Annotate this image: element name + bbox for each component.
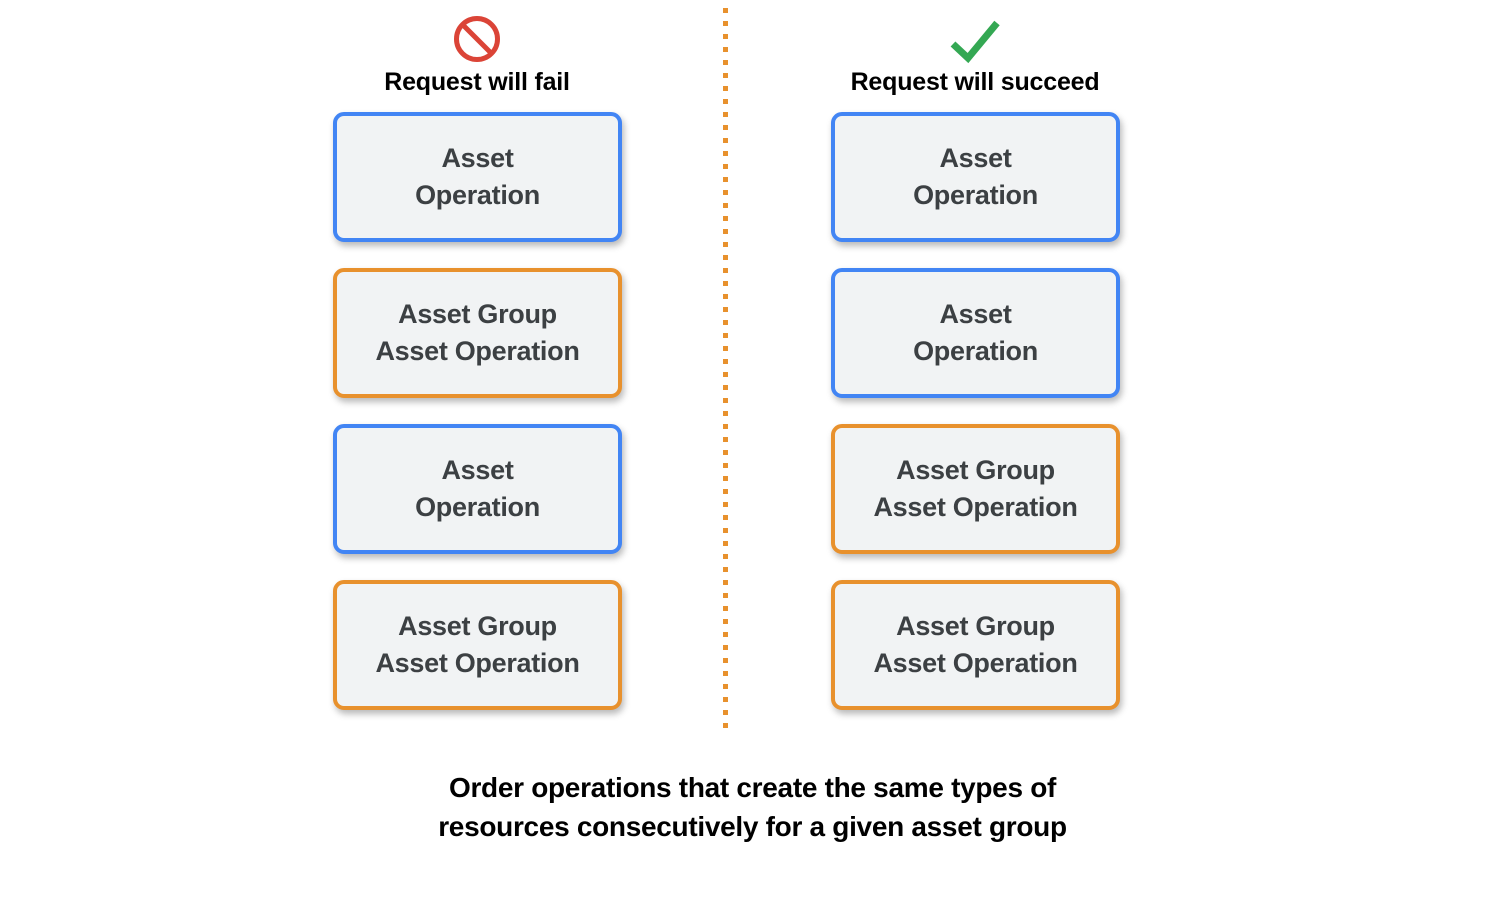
prohibited-icon xyxy=(327,14,627,64)
card-line-2: Asset Operation xyxy=(873,492,1078,522)
card-line-2: Operation xyxy=(415,180,540,210)
card-stack-fail: Asset Operation Asset Group Asset Operat… xyxy=(333,112,622,736)
card-asset-group-asset-operation[interactable]: Asset Group Asset Operation xyxy=(333,580,622,710)
card-line-1: Asset Group xyxy=(398,299,557,329)
card-line-2: Operation xyxy=(913,336,1038,366)
card-line-1: Asset Group xyxy=(398,611,557,641)
card-line-1: Asset xyxy=(441,143,514,173)
card-stack-succeed: Asset Operation Asset Operation Asset Gr… xyxy=(831,112,1120,736)
card-asset-operation[interactable]: Asset Operation xyxy=(831,268,1120,398)
card-asset-operation[interactable]: Asset Operation xyxy=(333,112,622,242)
column-divider-dotted-line xyxy=(723,8,728,736)
card-line-2: Operation xyxy=(415,492,540,522)
check-icon xyxy=(825,14,1125,64)
card-line-2: Asset Operation xyxy=(873,648,1078,678)
caption-line-2: resources consecutively for a given asse… xyxy=(438,811,1067,842)
card-asset-group-asset-operation[interactable]: Asset Group Asset Operation xyxy=(333,268,622,398)
column-header-succeed: Request will succeed xyxy=(825,14,1125,97)
card-line-1: Asset xyxy=(441,455,514,485)
caption-line-1: Order operations that create the same ty… xyxy=(448,772,1057,803)
card-asset-operation[interactable]: Asset Operation xyxy=(831,112,1120,242)
card-line-2: Asset Operation xyxy=(375,648,580,678)
card-asset-operation[interactable]: Asset Operation xyxy=(333,424,622,554)
card-asset-group-asset-operation[interactable]: Asset Group Asset Operation xyxy=(831,580,1120,710)
column-header-label-fail: Request will fail xyxy=(384,68,570,96)
column-header-fail: Request will fail xyxy=(327,14,627,97)
column-header-label-succeed: Request will succeed xyxy=(850,68,1100,96)
card-line-2: Asset Operation xyxy=(375,336,580,366)
card-line-1: Asset xyxy=(939,299,1012,329)
card-line-1: Asset Group xyxy=(896,611,1055,641)
card-asset-group-asset-operation[interactable]: Asset Group Asset Operation xyxy=(831,424,1120,554)
diagram-caption: Order operations that create the same ty… xyxy=(0,768,1505,846)
card-line-1: Asset Group xyxy=(896,455,1055,485)
card-line-2: Operation xyxy=(913,180,1038,210)
card-line-1: Asset xyxy=(939,143,1012,173)
